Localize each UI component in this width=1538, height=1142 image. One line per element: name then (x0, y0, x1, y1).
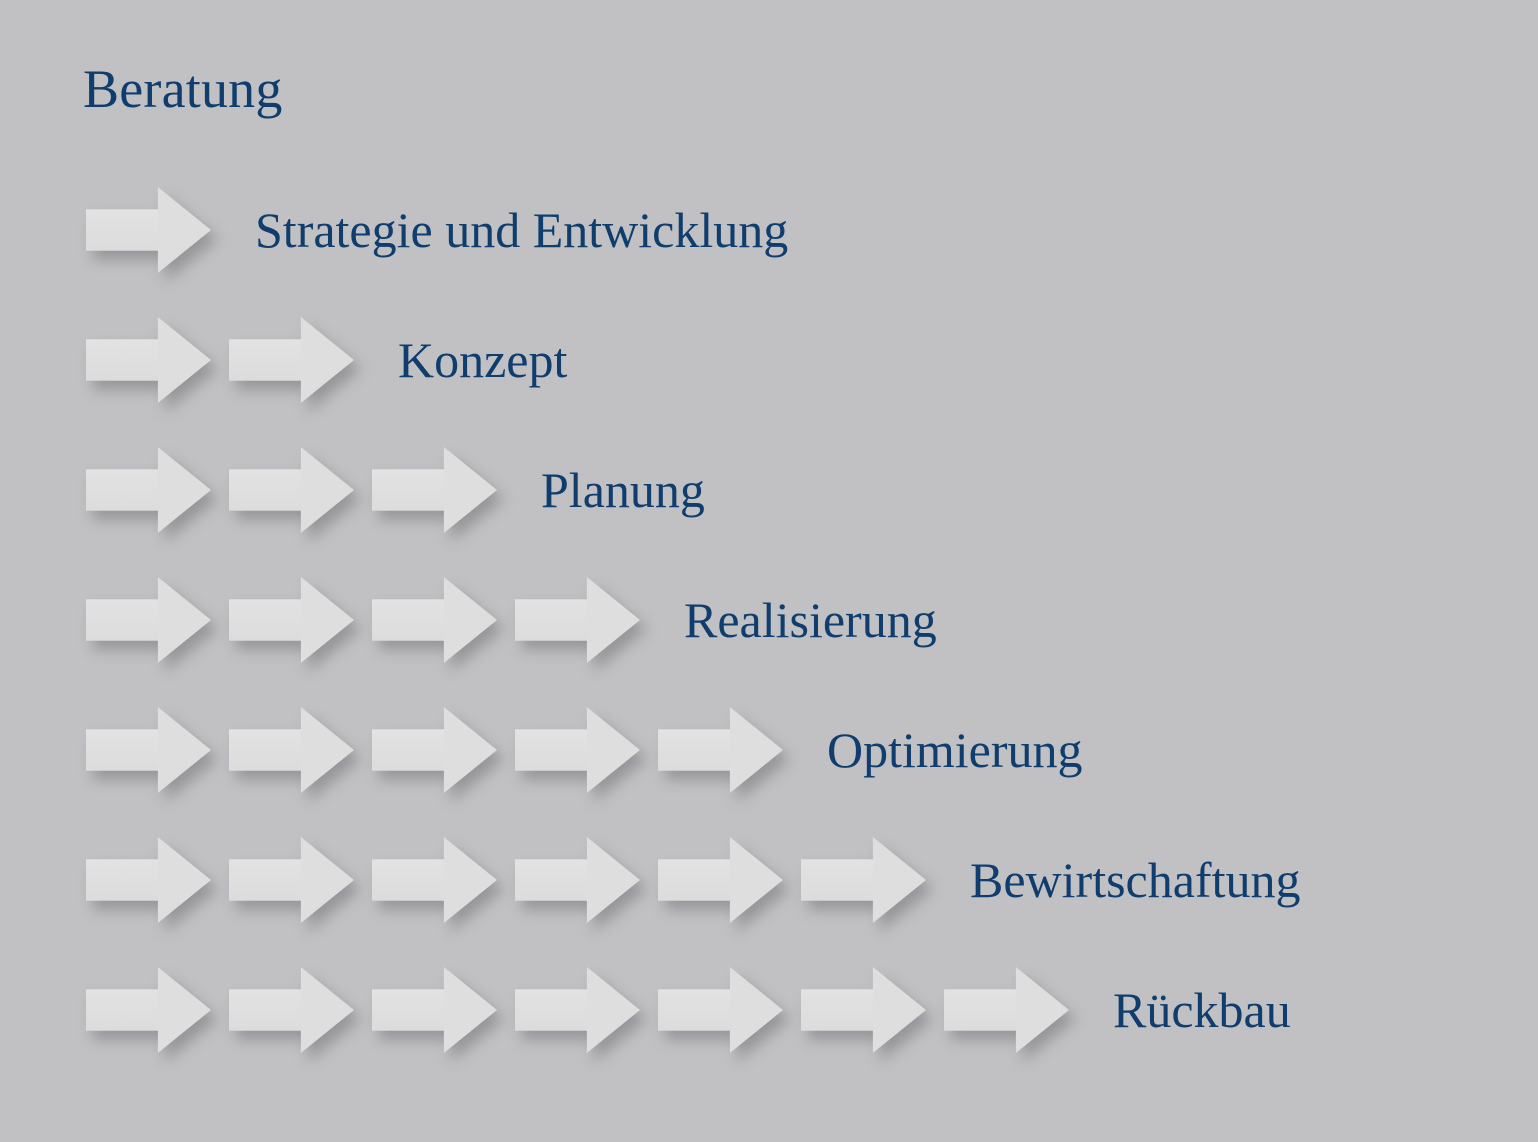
arrow-group (86, 295, 372, 425)
arrow-shape (86, 187, 211, 273)
arrow-shape (86, 837, 211, 923)
right-arrow-icon (229, 577, 354, 663)
arrow-shape (86, 447, 211, 533)
arrow-shape (229, 707, 354, 793)
process-row-label: Optimierung (827, 722, 1083, 778)
right-arrow-icon (86, 187, 211, 273)
arrow-shape (86, 707, 211, 793)
right-arrow-icon (515, 707, 640, 793)
page-title: Beratung (83, 59, 283, 119)
right-arrow-icon (658, 707, 783, 793)
process-row-label: Realisierung (684, 592, 937, 648)
arrow-shape (229, 447, 354, 533)
right-arrow-icon (515, 837, 640, 923)
arrow-shape (658, 967, 783, 1053)
right-arrow-icon (801, 967, 926, 1053)
right-arrow-icon (86, 447, 211, 533)
right-arrow-icon (944, 967, 1069, 1053)
arrow-shape (372, 837, 497, 923)
process-row: Planung (0, 425, 705, 555)
arrow-shape (86, 577, 211, 663)
arrow-group (86, 815, 944, 945)
arrow-shape (86, 317, 211, 403)
right-arrow-icon (658, 837, 783, 923)
right-arrow-icon (229, 837, 354, 923)
right-arrow-icon (658, 967, 783, 1053)
right-arrow-icon (372, 577, 497, 663)
arrow-shape (372, 447, 497, 533)
right-arrow-icon (86, 707, 211, 793)
arrow-shape (229, 317, 354, 403)
right-arrow-icon (801, 837, 926, 923)
arrow-shape (944, 967, 1069, 1053)
process-row: Rückbau (0, 945, 1291, 1075)
arrow-shape (801, 837, 926, 923)
arrow-group (86, 685, 801, 815)
process-row-label: Rückbau (1113, 982, 1291, 1038)
process-row-label: Konzept (398, 332, 568, 388)
right-arrow-icon (372, 967, 497, 1053)
arrow-shape (229, 577, 354, 663)
arrow-shape (229, 837, 354, 923)
right-arrow-icon (515, 577, 640, 663)
process-row: Bewirtschaftung (0, 815, 1300, 945)
right-arrow-icon (86, 837, 211, 923)
right-arrow-icon (86, 317, 211, 403)
arrow-shape (515, 967, 640, 1053)
arrow-shape (515, 837, 640, 923)
process-row: Strategie und Entwicklung (0, 165, 788, 295)
arrow-group (86, 425, 515, 555)
arrow-group (86, 555, 658, 685)
arrow-shape (86, 967, 211, 1053)
process-row: Konzept (0, 295, 567, 425)
right-arrow-icon (86, 967, 211, 1053)
process-row-label: Strategie und Entwicklung (255, 202, 789, 258)
arrow-group (86, 945, 1087, 1075)
right-arrow-icon (229, 707, 354, 793)
arrow-shape (801, 967, 926, 1053)
right-arrow-icon (515, 967, 640, 1053)
process-row-label: Planung (541, 462, 705, 518)
arrow-shape (372, 577, 497, 663)
arrow-shape (658, 837, 783, 923)
right-arrow-icon (372, 447, 497, 533)
arrow-shape (372, 967, 497, 1053)
arrow-group (86, 165, 229, 295)
process-row: Realisierung (0, 555, 937, 685)
right-arrow-icon (372, 837, 497, 923)
right-arrow-icon (372, 707, 497, 793)
right-arrow-icon (229, 967, 354, 1053)
arrow-shape (515, 707, 640, 793)
arrow-shape (229, 967, 354, 1053)
arrow-shape (658, 707, 783, 793)
right-arrow-icon (229, 317, 354, 403)
arrow-shape (372, 707, 497, 793)
right-arrow-icon (86, 577, 211, 663)
process-row-label: Bewirtschaftung (970, 852, 1301, 908)
arrow-shape (515, 577, 640, 663)
right-arrow-icon (229, 447, 354, 533)
process-row: Optimierung (0, 685, 1083, 815)
